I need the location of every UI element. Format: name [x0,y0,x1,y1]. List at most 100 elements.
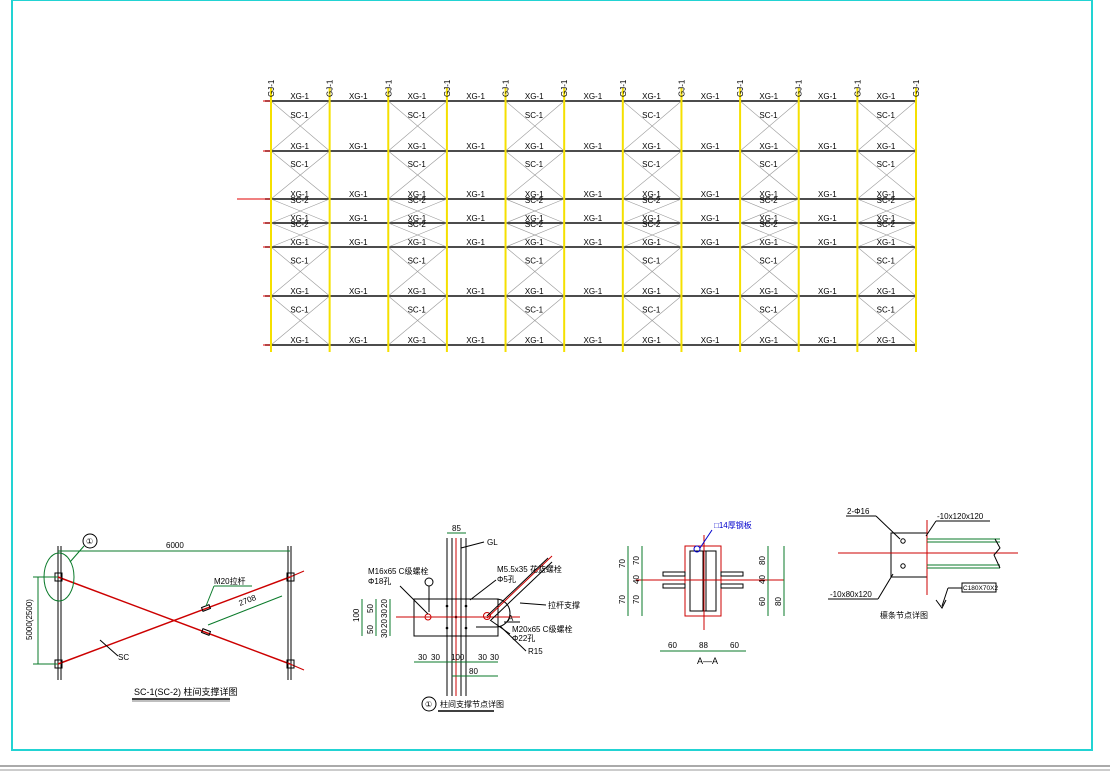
sc-span-dim: 6000 [166,541,184,550]
plan-column-label: GJ-1 [326,79,335,97]
plan-brace-diagonal [505,222,565,248]
plan-brace-diagonal [388,222,448,248]
plan-brace-diagonal [388,150,448,200]
node-small-callout [424,577,434,587]
plan-strut-label: XG-1 [584,238,603,247]
plan-strut-label: XG-1 [290,238,309,247]
plan-brace-diagonal [388,198,448,224]
plan-brace-label: SC-1 [525,111,544,120]
aa-left-dim-4: 70 [632,595,641,604]
plan-brace-label: SC-2 [877,196,896,205]
aa-bottom-dim-1: 88 [699,641,708,650]
purlin-bolt-leader-2 [875,515,901,540]
sc-member-leader [99,639,119,657]
plan-brace-diagonal [505,100,565,152]
plan-strut-label: XG-1 [466,92,485,101]
sc-detail-title: SC-1(SC-2) 柱间支撑详图 [134,686,238,697]
plan-brace-diagonal [505,246,565,297]
plan-strut-label: XG-1 [818,142,837,151]
plan-strut-label: XG-1 [349,190,368,199]
plan-brace-label: SC-1 [525,257,544,266]
sc-callout-leader [69,545,85,563]
plan-brace-label: SC-2 [642,220,661,229]
node-radius-note: R15 [528,647,543,656]
aa-title: A—A [697,656,718,666]
plan-strut-label: XG-1 [525,336,544,345]
node-title: 柱间支撑节点详图 [440,699,504,709]
plan-brace-diagonal [857,150,917,200]
node-right-leader [469,579,497,601]
node-hole-right-note: Φ5孔 [497,575,516,584]
plan-brace-diagonal [739,198,799,224]
node-bolt-a [445,604,449,608]
plan-strut-label: XG-1 [877,214,896,223]
purlin-plate-top-note: -10x120x120 [937,512,984,521]
plan-brace-label: SC-1 [642,306,661,315]
sc-height-dim: 5000(2500) [25,599,34,640]
plan-strut-label: XG-1 [408,214,427,223]
plan-brace-diagonal [857,222,917,248]
sc-callout-text: ① [86,537,93,546]
plan-strut-label: XG-1 [759,336,778,345]
node-top-dim: 85 [452,524,461,533]
plan-strut-label: XG-1 [466,190,485,199]
plan-brace-label: SC-1 [877,160,896,169]
plan-strut-label: XG-1 [701,92,720,101]
purlin-bolt-note: 2-Φ16 [847,507,870,516]
plan-strut-label: XG-1 [525,190,544,199]
node-rod-1 [486,557,549,617]
node-side-dim-0: 100 [352,608,361,622]
node-bolt-right-note: M5.5x35 花篮螺栓 [497,564,562,574]
plan-brace-label: SC-1 [759,257,778,266]
node-side-dim-3: 20 [380,599,389,608]
plan-brace-label: SC-2 [290,220,309,229]
plan-brace-diagonal [622,222,682,248]
plan-strut-label: XG-1 [584,190,603,199]
plan-column-label: GJ-1 [443,79,452,97]
plan-strut-label: XG-1 [877,238,896,247]
purlin-bolt-2 [900,563,906,569]
sc-turnbuckle-1 [200,604,212,612]
plan-strut-label: XG-1 [408,142,427,151]
plan-strut-label: XG-1 [290,92,309,101]
node-section-mark: A [508,614,514,623]
node-title-callout [421,696,437,712]
plan-strut-label: XG-1 [759,287,778,296]
plan-brace-diagonal [857,246,917,297]
node-bottom-dim-0: 30 [418,653,427,662]
node-hole-main-note: Φ22孔 [512,634,535,643]
plan-strut-label: XG-1 [642,214,661,223]
node-gl-label: GL [487,538,498,547]
plan-brace-label: SC-1 [877,257,896,266]
plan-strut-label: XG-1 [759,92,778,101]
plan-brace-label: SC-2 [759,220,778,229]
plan-strut-label: XG-1 [701,287,720,296]
detail-section-aa: □14厚钢板 70 70 70 40 70 80 40 60 80 60 88 … [618,520,785,666]
plan-brace-diagonal [622,150,682,200]
purlin-plate [890,532,928,578]
plan-strut-label: XG-1 [408,287,427,296]
sc-turnbuckle-2 [200,628,212,636]
plan-brace-label: SC-1 [408,160,427,169]
node-bolt-c [445,626,449,630]
plan-strut-label: XG-1 [525,238,544,247]
plan-brace-label: SC-2 [408,196,427,205]
sc-brace-2-ext [289,570,305,578]
plan-strut-label: XG-1 [759,214,778,223]
plan-brace-diagonal [270,198,330,224]
plan-strut-label: XG-1 [466,287,485,296]
sc-brace-1-ext [289,663,305,671]
plan-strut-label: XG-1 [349,142,368,151]
aa-bolt-bot-r [720,583,744,589]
plan-brace-diagonal [739,100,799,152]
plan-strut-label: XG-1 [642,336,661,345]
plan-strut-label: XG-1 [408,190,427,199]
plan-column-label: GJ-1 [853,79,862,97]
node-rod-2 [490,561,553,621]
plan-strut-label: XG-1 [525,214,544,223]
plan-brace-diagonal [270,150,330,200]
plan-brace-label: SC-2 [290,196,309,205]
node-bolt-b [464,604,468,608]
plan-strut-label: XG-1 [408,238,427,247]
purlin-break [993,538,1001,569]
